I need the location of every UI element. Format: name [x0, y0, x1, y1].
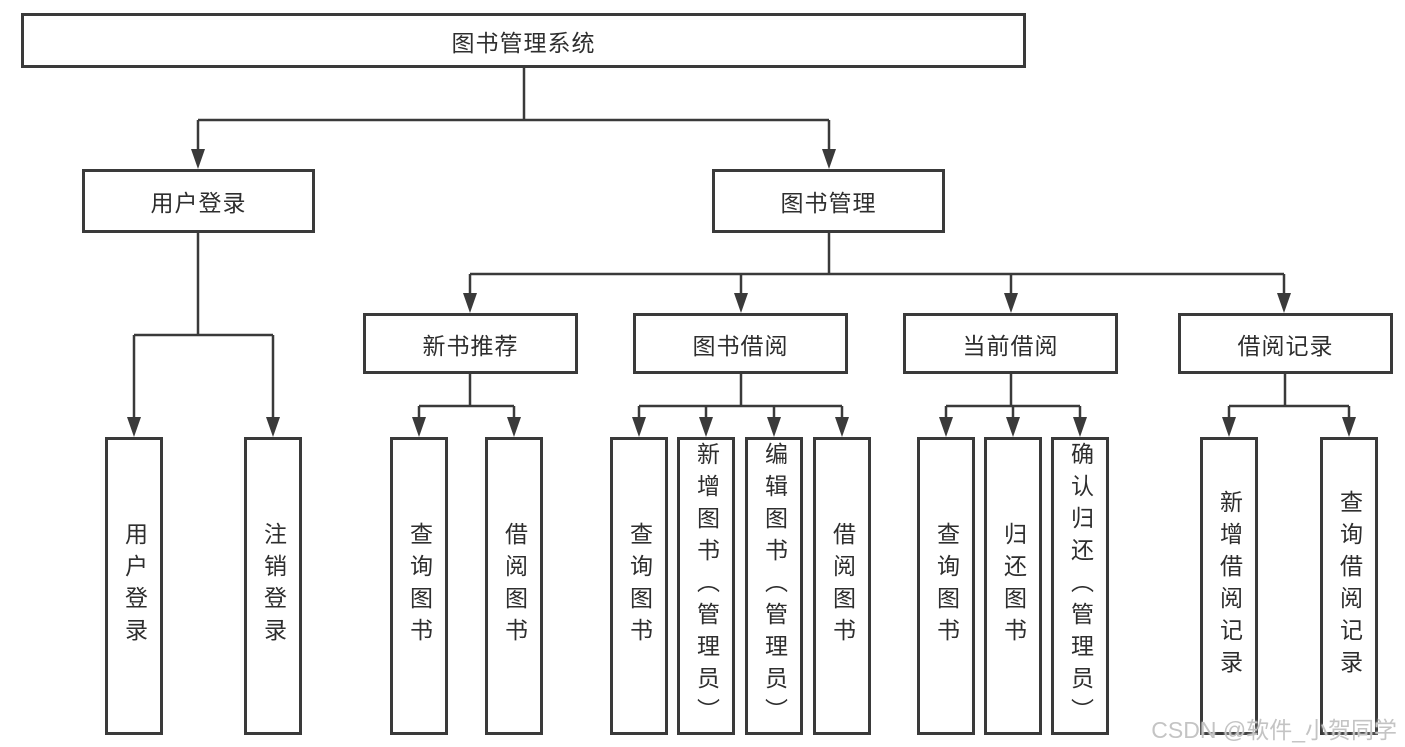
leaf-borrow-books-recommend-label: 借阅图书 [501, 522, 528, 650]
leaf-borrow-books-recommend: 借阅图书 [485, 437, 543, 735]
leaf-query-books-recommend-label: 查询图书 [406, 522, 433, 650]
leaf-add-borrow-record-label: 新增借阅记录 [1216, 490, 1243, 682]
node-root-label: 图书管理系统 [451, 29, 596, 56]
csdn-watermark: CSDN @软件_小贺同学 [1151, 717, 1397, 743]
leaf-edit-books-admin-label: 编辑图书（管理员） [761, 442, 788, 730]
leaf-logout-label: 注销登录 [260, 522, 287, 650]
leaf-add-books-admin: 新增图书（管理员） [677, 437, 735, 735]
node-borrowing-records-label: 借阅记录 [1237, 332, 1334, 359]
leaf-add-books-admin-label: 新增图书（管理员） [693, 442, 720, 730]
leaf-logout: 注销登录 [244, 437, 302, 735]
node-new-book-recommendation: 新书推荐 [363, 313, 578, 374]
leaf-query-books-recommend: 查询图书 [390, 437, 448, 735]
leaf-query-books-borrow: 查询图书 [610, 437, 668, 735]
node-borrowing-records: 借阅记录 [1178, 313, 1393, 374]
node-current-borrowing: 当前借阅 [903, 313, 1118, 374]
node-new-book-recommendation-label: 新书推荐 [422, 332, 519, 359]
leaf-user-login-label: 用户登录 [121, 522, 148, 650]
node-user-login-label: 用户登录 [150, 190, 247, 216]
leaf-query-books-current: 查询图书 [917, 437, 975, 735]
leaf-borrow-books: 借阅图书 [813, 437, 871, 735]
node-current-borrowing-label: 当前借阅 [962, 332, 1059, 359]
leaf-edit-books-admin: 编辑图书（管理员） [745, 437, 803, 735]
leaf-user-login: 用户登录 [105, 437, 163, 735]
leaf-query-books-borrow-label: 查询图书 [626, 522, 653, 650]
leaf-query-borrow-record-label: 查询借阅记录 [1336, 490, 1363, 682]
leaf-confirm-return-admin-label: 确认归还（管理员） [1067, 442, 1094, 730]
leaf-borrow-books-label: 借阅图书 [829, 522, 856, 650]
node-root-system: 图书管理系统 [21, 13, 1026, 68]
leaf-query-borrow-record: 查询借阅记录 [1320, 437, 1378, 735]
node-book-management: 图书管理 [712, 169, 945, 233]
node-user-login: 用户登录 [82, 169, 315, 233]
leaf-return-books-label: 归还图书 [1000, 522, 1027, 650]
node-book-borrowing: 图书借阅 [633, 313, 848, 374]
leaf-query-books-current-label: 查询图书 [933, 522, 960, 650]
leaf-return-books: 归还图书 [984, 437, 1042, 735]
leaf-confirm-return-admin: 确认归还（管理员） [1051, 437, 1109, 735]
leaf-add-borrow-record: 新增借阅记录 [1200, 437, 1258, 735]
arrowheads [127, 149, 1356, 437]
node-book-management-label: 图书管理 [780, 190, 877, 216]
node-book-borrowing-label: 图书借阅 [692, 332, 789, 359]
